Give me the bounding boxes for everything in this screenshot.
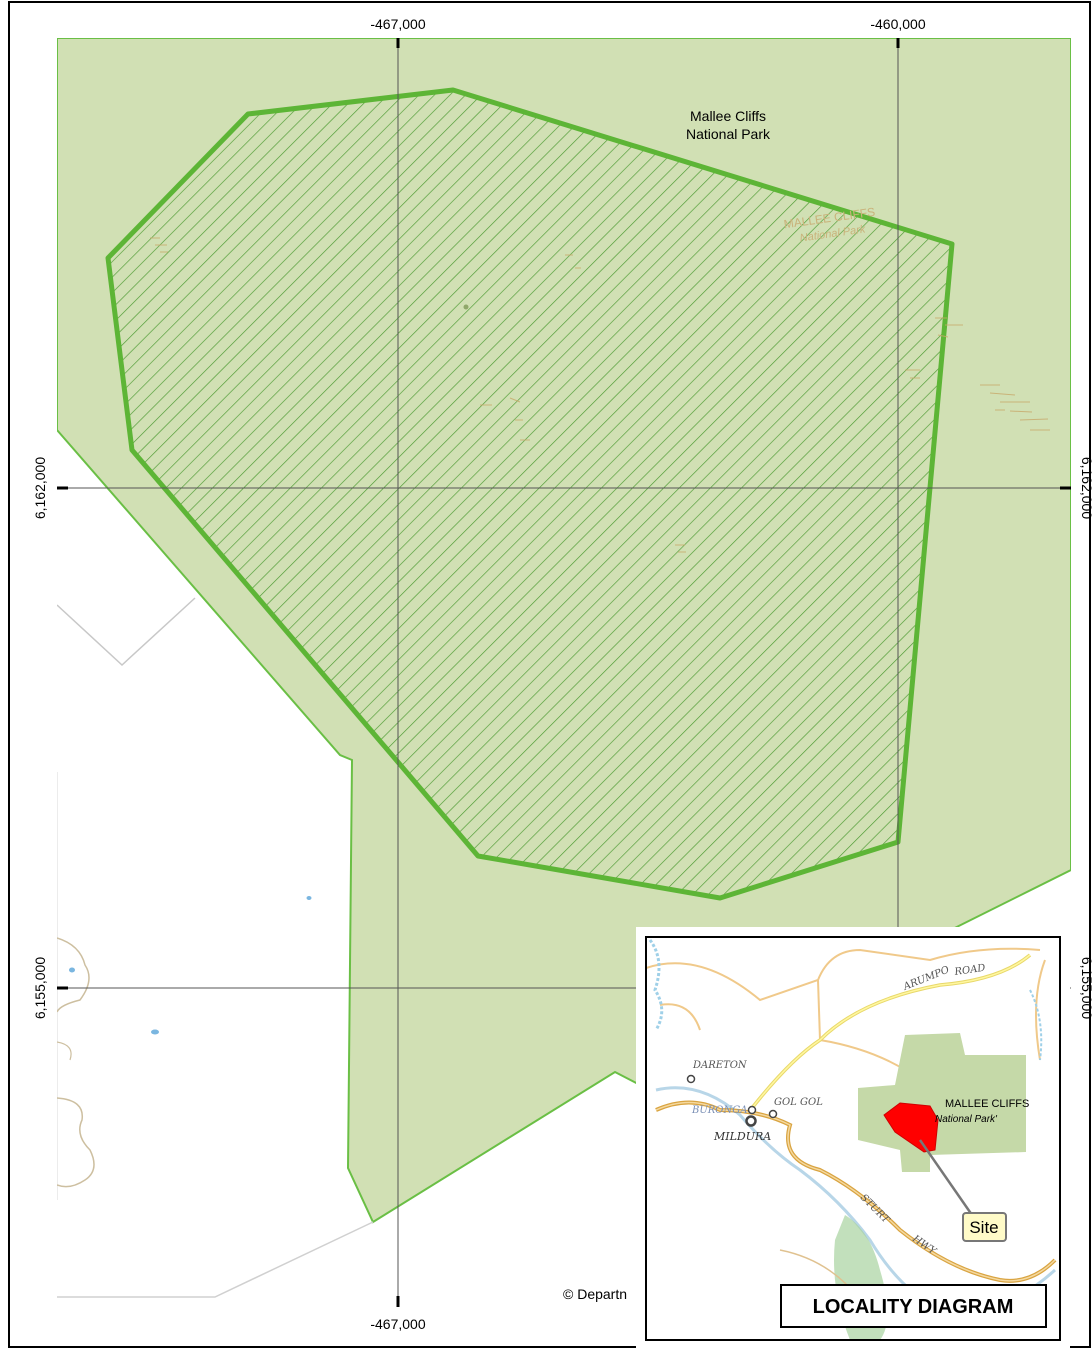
town-marker-gol-gol [768,1109,778,1119]
locality-marker [463,304,469,310]
place-gol-gol: GOL GOL [774,1097,823,1108]
grid-label-y-lower-left: 6,155,000 [32,957,48,1019]
town-marker-buronga [747,1105,757,1115]
waterbody [151,1029,159,1035]
grid-label-y-upper-right: 6,162,000 [1079,457,1092,519]
creek-line [57,937,90,1013]
site-leader-line [918,1139,974,1216]
waterbody [69,967,75,973]
waterbody [306,896,312,900]
grid-label-x-top-right: -460,000 [870,16,925,32]
site-callout-box [962,1212,1007,1242]
basemap-scatter [150,237,1050,553]
inset-park-area [858,1033,1026,1172]
inset-site [883,1102,939,1153]
map-border [8,1,1091,1348]
inset-frame [645,936,1061,1341]
place-buronga: BURONGA [691,1105,747,1116]
place-mildura: MILDURA [713,1130,771,1143]
boundary-line [57,1221,374,1298]
grid-label-y-lower-right: 6,155,000 [1079,957,1092,1019]
inset-park-label-2: National Park' [935,1114,998,1125]
town-marker-dareton [686,1074,696,1084]
place-dareton: DARETON [692,1060,748,1071]
copyright-text: © Departn [563,1286,627,1302]
grid-label-y-upper-left: 6,162,000 [32,457,48,519]
grid-label-x-top-left: -467,000 [370,16,425,32]
creek-line [57,1041,72,1061]
grid-ticks [57,38,1071,1307]
inset-title: LOCALITY DIAGRAM [813,1296,1014,1318]
boundary-line [57,597,196,667]
park-label-line1: Mallee Cliffs [690,108,766,124]
site-callout-label: Site [969,1218,998,1237]
town-marker-mildura [745,1115,757,1127]
inset-park-label-1: MALLEE CLIFFS [945,1098,1029,1110]
locality-inset: DARETON BURONGA GOL GOL MILDURA ARUMPO R… [646,937,1060,1340]
park-label-line2: National Park [686,126,771,142]
road-label-road: ROAD [953,963,986,978]
inset-title-box [780,1284,1047,1328]
grid-label-x-bottom: -467,000 [370,1316,425,1332]
creek-line [57,1097,95,1188]
